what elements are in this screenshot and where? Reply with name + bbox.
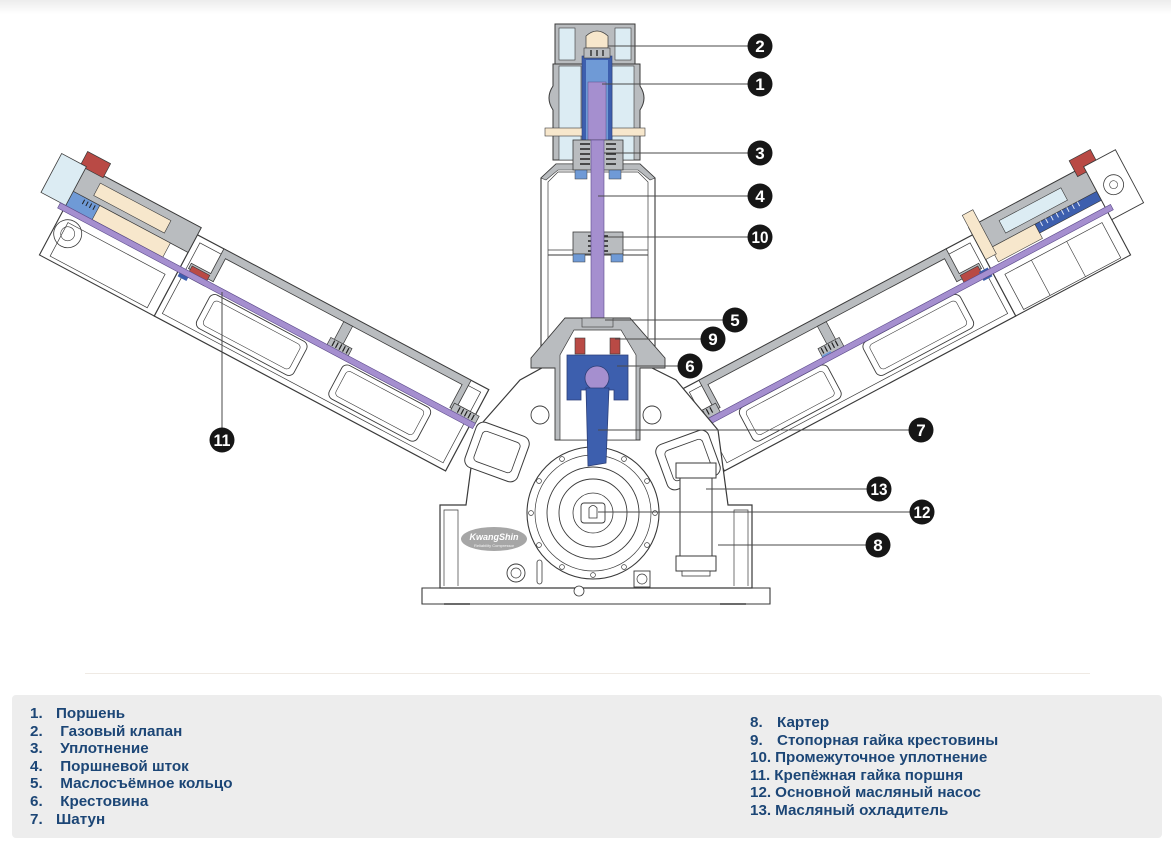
legend-item: 13.Масляный охладитель: [750, 802, 998, 820]
legend-label: Крепёжная гайка поршня: [774, 766, 964, 784]
right-cylinder-assembly: [677, 149, 1145, 474]
legend-item: 7. Шатун: [30, 811, 233, 829]
callout-badge: 12: [909, 499, 935, 525]
callout-circle: [908, 417, 934, 443]
divider: [85, 673, 1090, 674]
callout-number: 11: [214, 431, 231, 450]
callout-badge: 6: [677, 353, 703, 379]
legend-label: Крестовина: [60, 792, 149, 810]
callout-circle: [747, 71, 773, 97]
callout-badge: 7: [908, 417, 934, 443]
legend-item: 1. Поршень: [30, 705, 233, 723]
left-cylinder-assembly: [38, 151, 493, 474]
legend-item: 11.Крепёжная гайка поршня: [750, 767, 998, 785]
legend-label: Шатун: [56, 810, 106, 828]
legend-number: 2.: [30, 722, 43, 740]
callout-number: 10: [752, 228, 769, 247]
callout-circle: [747, 183, 773, 209]
legend-item: 2. Газовый клапан: [30, 723, 233, 741]
callout-badge: 5: [722, 307, 748, 333]
callout-badge: 13: [866, 476, 892, 502]
brand-logo: KwangShin Reliability Compressor: [461, 527, 527, 551]
legend-number: 1.: [30, 705, 43, 722]
callout-number: 4: [755, 187, 765, 206]
callout-badge: 10: [747, 224, 773, 250]
compressor-diagram: KwangShin Reliability Compressor: [38, 23, 1145, 605]
brand-name: KwangShin: [470, 532, 520, 542]
legend-number: 6.: [30, 792, 43, 810]
callout-number: 8: [873, 536, 882, 555]
legend-label: Газовый клапан: [60, 722, 183, 740]
callout-circle: [677, 353, 703, 379]
legend-label: Маслосъёмное кольцо: [60, 775, 233, 793]
legend-number: 11.: [750, 766, 771, 784]
callout-circle: [866, 476, 892, 502]
callout-badge: 4: [747, 183, 773, 209]
legend-item: 5. Маслосъёмное кольцо: [30, 775, 233, 793]
callout-number: 7: [916, 421, 925, 440]
callout-number: 1: [755, 75, 764, 94]
legend-label: Картер: [777, 714, 830, 731]
legend-item: 9. Стопорная гайка крестовины: [750, 732, 998, 750]
callout-number: 2: [755, 37, 764, 56]
callout-badge: 9: [700, 326, 726, 352]
legend-number: 4.: [30, 757, 43, 775]
legend-number: 8.: [750, 714, 763, 731]
legend-column-left: 1. Поршень 2. Газовый клапан 3. Уплотнени…: [30, 705, 233, 828]
legend-label: Поршень: [56, 705, 126, 722]
center-cylinder-assembly: [530, 23, 666, 467]
callout-circle: [747, 33, 773, 59]
legend-item: 8. Картер: [750, 714, 998, 732]
crankcase: KwangShin Reliability Compressor: [421, 357, 771, 605]
callout-circle: [700, 326, 726, 352]
legend-item: 6. Крестовина: [30, 793, 233, 811]
oil-cooler: [675, 462, 717, 577]
legend-number: 13.: [750, 801, 772, 819]
legend-label: Стопорная гайка крестовины: [777, 731, 999, 749]
legend-number: 5.: [30, 775, 43, 793]
callout-number: 3: [755, 144, 764, 163]
legend-number: 9.: [750, 731, 763, 749]
legend-number: 12.: [750, 784, 772, 802]
callout-number: 5: [730, 311, 739, 330]
legend-item: 12.Основной масляный насос: [750, 784, 998, 802]
brand-tagline: Reliability Compressor: [474, 543, 515, 548]
callout-badge: 8: [865, 532, 891, 558]
legend-label: Поршневой шток: [60, 757, 189, 775]
callout-number: 9: [708, 330, 717, 349]
callout-number: 6: [685, 357, 694, 376]
callout-badge: 11: [209, 427, 235, 453]
legend-column-right: 8. Картер 9. Стопорная гайка крестовины 10…: [750, 714, 998, 820]
callout-badge: 1: [747, 71, 773, 97]
legend-label: Основной масляный насос: [775, 784, 981, 802]
top-shade: [0, 0, 1171, 14]
legend-number: 7.: [30, 810, 43, 828]
legend-number: 3.: [30, 740, 43, 758]
callout-number: 13: [871, 480, 888, 499]
callout-circle: [722, 307, 748, 333]
callout-circle: [747, 140, 773, 166]
callout-circle: [909, 499, 935, 525]
callout-circle: [747, 224, 773, 250]
legend-number: 10.: [750, 749, 772, 767]
callout-circle: [209, 427, 235, 453]
legend-item: 10.Промежуточное уплотнение: [750, 749, 998, 767]
legend-item: 3. Уплотнение: [30, 740, 233, 758]
callout-badge: 3: [747, 140, 773, 166]
callout-circle: [865, 532, 891, 558]
legend-label: Уплотнение: [60, 740, 149, 758]
callout-number: 12: [914, 503, 931, 522]
legend-item: 4. Поршневой шток: [30, 758, 233, 776]
callout-badge: 2: [747, 33, 773, 59]
legend-label: Промежуточное уплотнение: [775, 749, 988, 767]
legend-panel: 1. Поршень 2. Газовый клапан 3. Уплотнени…: [12, 695, 1162, 838]
legend-label: Масляный охладитель: [775, 801, 949, 819]
